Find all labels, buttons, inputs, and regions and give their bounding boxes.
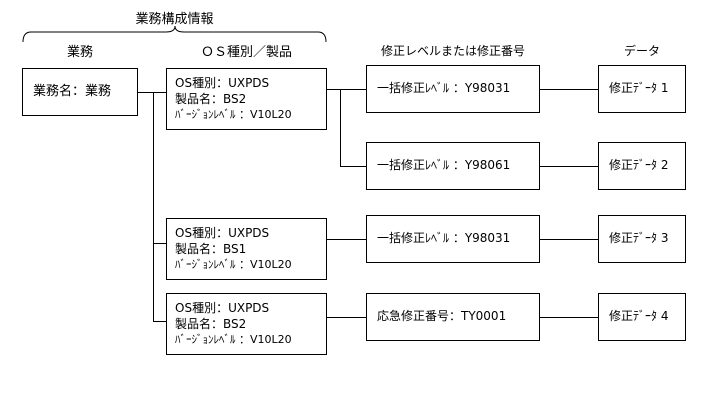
column-header-fixlevel: 修正レベルまたは修正番号 xyxy=(380,44,525,58)
data-box-2[interactable]: 修正ﾃﾞｰﾀ 2 xyxy=(598,142,686,190)
data-box-3[interactable]: 修正ﾃﾞｰﾀ 3 xyxy=(598,215,686,263)
os-box-3[interactable]: OS種別：UXPDS 製品名：BS2 ﾊﾞｰｼﾞｮﾝﾚﾍﾞﾙ ：V10L20 xyxy=(166,293,327,355)
os-box-3-os: OS種別：UXPDS xyxy=(175,300,270,315)
gyomu-box-text: 業務名：業務 xyxy=(33,84,112,100)
gyomu-box[interactable]: 業務名：業務 xyxy=(22,68,138,116)
data-box-1-text: 修正ﾃﾞｰﾀ 1 xyxy=(609,81,669,96)
connector-fix3-to-data3 xyxy=(540,239,598,240)
data-box-1[interactable]: 修正ﾃﾞｰﾀ 1 xyxy=(598,65,686,113)
data-box-4[interactable]: 修正ﾃﾞｰﾀ 4 xyxy=(598,293,686,341)
connector-fix1-to-data1 xyxy=(540,89,598,90)
connector-trunk-to-os-3 xyxy=(153,321,167,322)
os-box-1-os: OS種別：UXPDS xyxy=(175,75,270,90)
column-header-data: データ xyxy=(623,44,660,58)
data-box-3-text: 修正ﾃﾞｰﾀ 3 xyxy=(609,231,669,246)
connector-trunk-to-os-2 xyxy=(153,243,167,244)
os-box-2[interactable]: OS種別：UXPDS 製品名：BS1 ﾊﾞｰｼﾞｮﾝﾚﾍﾞﾙ ：V10L20 xyxy=(166,218,327,280)
os-box-2-product: 製品名：BS1 xyxy=(175,241,247,256)
fix-box-4[interactable]: 応急修正番号：TY0001 xyxy=(366,293,540,341)
fix-box-1[interactable]: 一括修正ﾚﾍﾞﾙ ：Y98031 xyxy=(366,65,540,113)
fix-box-2[interactable]: 一括修正ﾚﾍﾞﾙ ：Y98061 xyxy=(366,142,540,190)
os-box-1-version: ﾊﾞｰｼﾞｮﾝﾚﾍﾞﾙ ：V10L20 xyxy=(175,107,292,121)
group-label: 業務構成情報 xyxy=(135,12,214,27)
connector-os2-to-fix-3 xyxy=(327,239,366,240)
os-box-1-product: 製品名：BS2 xyxy=(175,91,247,106)
connector-trunk-to-os-1 xyxy=(153,92,167,93)
os-box-3-version: ﾊﾞｰｼﾞｮﾝﾚﾍﾞﾙ ：V10L20 xyxy=(175,332,292,346)
trunk-gyomu-vertical xyxy=(153,92,154,321)
column-header-os: ＯＳ種別／製品 xyxy=(200,45,292,60)
fix-box-3[interactable]: 一括修正ﾚﾍﾞﾙ ：Y98031 xyxy=(366,215,540,263)
connector-branch-to-fix-1 xyxy=(340,89,366,90)
fix-box-2-text: 一括修正ﾚﾍﾞﾙ ：Y98061 xyxy=(377,158,511,173)
fix-box-4-text: 応急修正番号：TY0001 xyxy=(377,309,507,324)
connector-os1-to-branch xyxy=(327,89,341,90)
data-box-4-text: 修正ﾃﾞｰﾀ 4 xyxy=(609,309,669,324)
os-box-2-version: ﾊﾞｰｼﾞｮﾝﾚﾍﾞﾙ ：V10L20 xyxy=(175,257,292,271)
connector-gyomu-to-trunk xyxy=(138,92,154,93)
os-box-3-product: 製品名：BS2 xyxy=(175,316,247,331)
os-box-1[interactable]: OS種別：UXPDS 製品名：BS2 ﾊﾞｰｼﾞｮﾝﾚﾍﾞﾙ ：V10L20 xyxy=(166,68,327,130)
group-brace xyxy=(22,25,327,43)
fix-box-1-text: 一括修正ﾚﾍﾞﾙ ：Y98031 xyxy=(377,81,511,96)
connector-fix4-to-data4 xyxy=(540,317,598,318)
connector-fix2-to-data2 xyxy=(540,166,598,167)
os-box-2-os: OS種別：UXPDS xyxy=(175,225,270,240)
connector-branch-to-fix-2 xyxy=(340,166,366,167)
data-box-2-text: 修正ﾃﾞｰﾀ 2 xyxy=(609,158,669,173)
column-header-gyomu: 業務 xyxy=(66,45,93,60)
branch-os1-vertical xyxy=(340,89,341,167)
connector-os3-to-fix-4 xyxy=(327,317,366,318)
fix-box-3-text: 一括修正ﾚﾍﾞﾙ ：Y98031 xyxy=(377,231,511,246)
